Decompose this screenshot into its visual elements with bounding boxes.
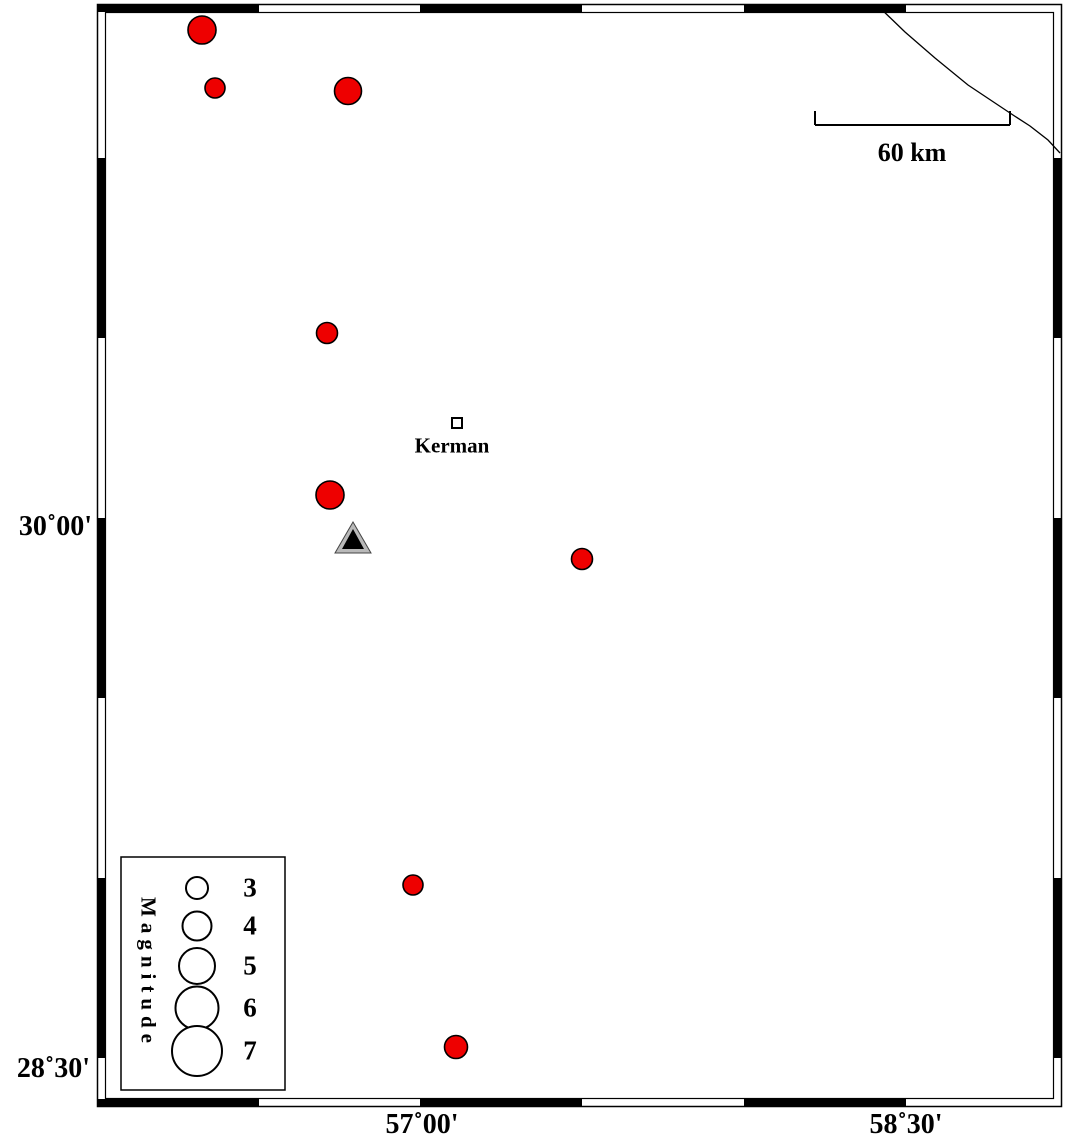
scale-bar: [814, 111, 1011, 126]
legend-circle: [174, 985, 220, 1031]
legend-value-7: 7: [243, 1035, 257, 1066]
lat-label-28-30: 28˚30': [16, 1053, 90, 1084]
epicenter-marker: [333, 76, 363, 106]
boundary-line: [876, 4, 1061, 154]
lat-label-30-00: 30˚00': [18, 511, 92, 542]
epicenter-marker: [402, 874, 424, 896]
legend-circle: [181, 910, 213, 942]
epicenter-marker: [443, 1034, 469, 1060]
city-label: Kerman: [414, 433, 490, 458]
legend-value-5: 5: [243, 950, 257, 981]
legend-circle: [171, 1025, 223, 1077]
map-markers-layer: [171, 15, 594, 1077]
epicenter-marker: [570, 547, 594, 571]
map-frame-segments: [97, 4, 1062, 1107]
legend-value-3: 3: [243, 872, 257, 903]
epicenter-marker: [187, 15, 217, 45]
scale-bar-label: 60 km: [877, 138, 947, 167]
epicenter-marker: [204, 77, 226, 99]
lon-label-58-30: 58˚30': [869, 1109, 943, 1140]
station-triangle-inner: [342, 529, 364, 549]
legend-circle: [178, 947, 216, 985]
legend-circle: [185, 876, 209, 900]
legend-value-4: 4: [243, 910, 257, 941]
epicenter-marker: [315, 480, 345, 510]
legend-title: Magnitude: [136, 896, 161, 1050]
city-marker: [451, 417, 463, 429]
lon-label-57-00: 57˚00': [385, 1109, 459, 1140]
epicenter-marker: [315, 321, 339, 345]
legend-value-6: 6: [243, 992, 257, 1023]
